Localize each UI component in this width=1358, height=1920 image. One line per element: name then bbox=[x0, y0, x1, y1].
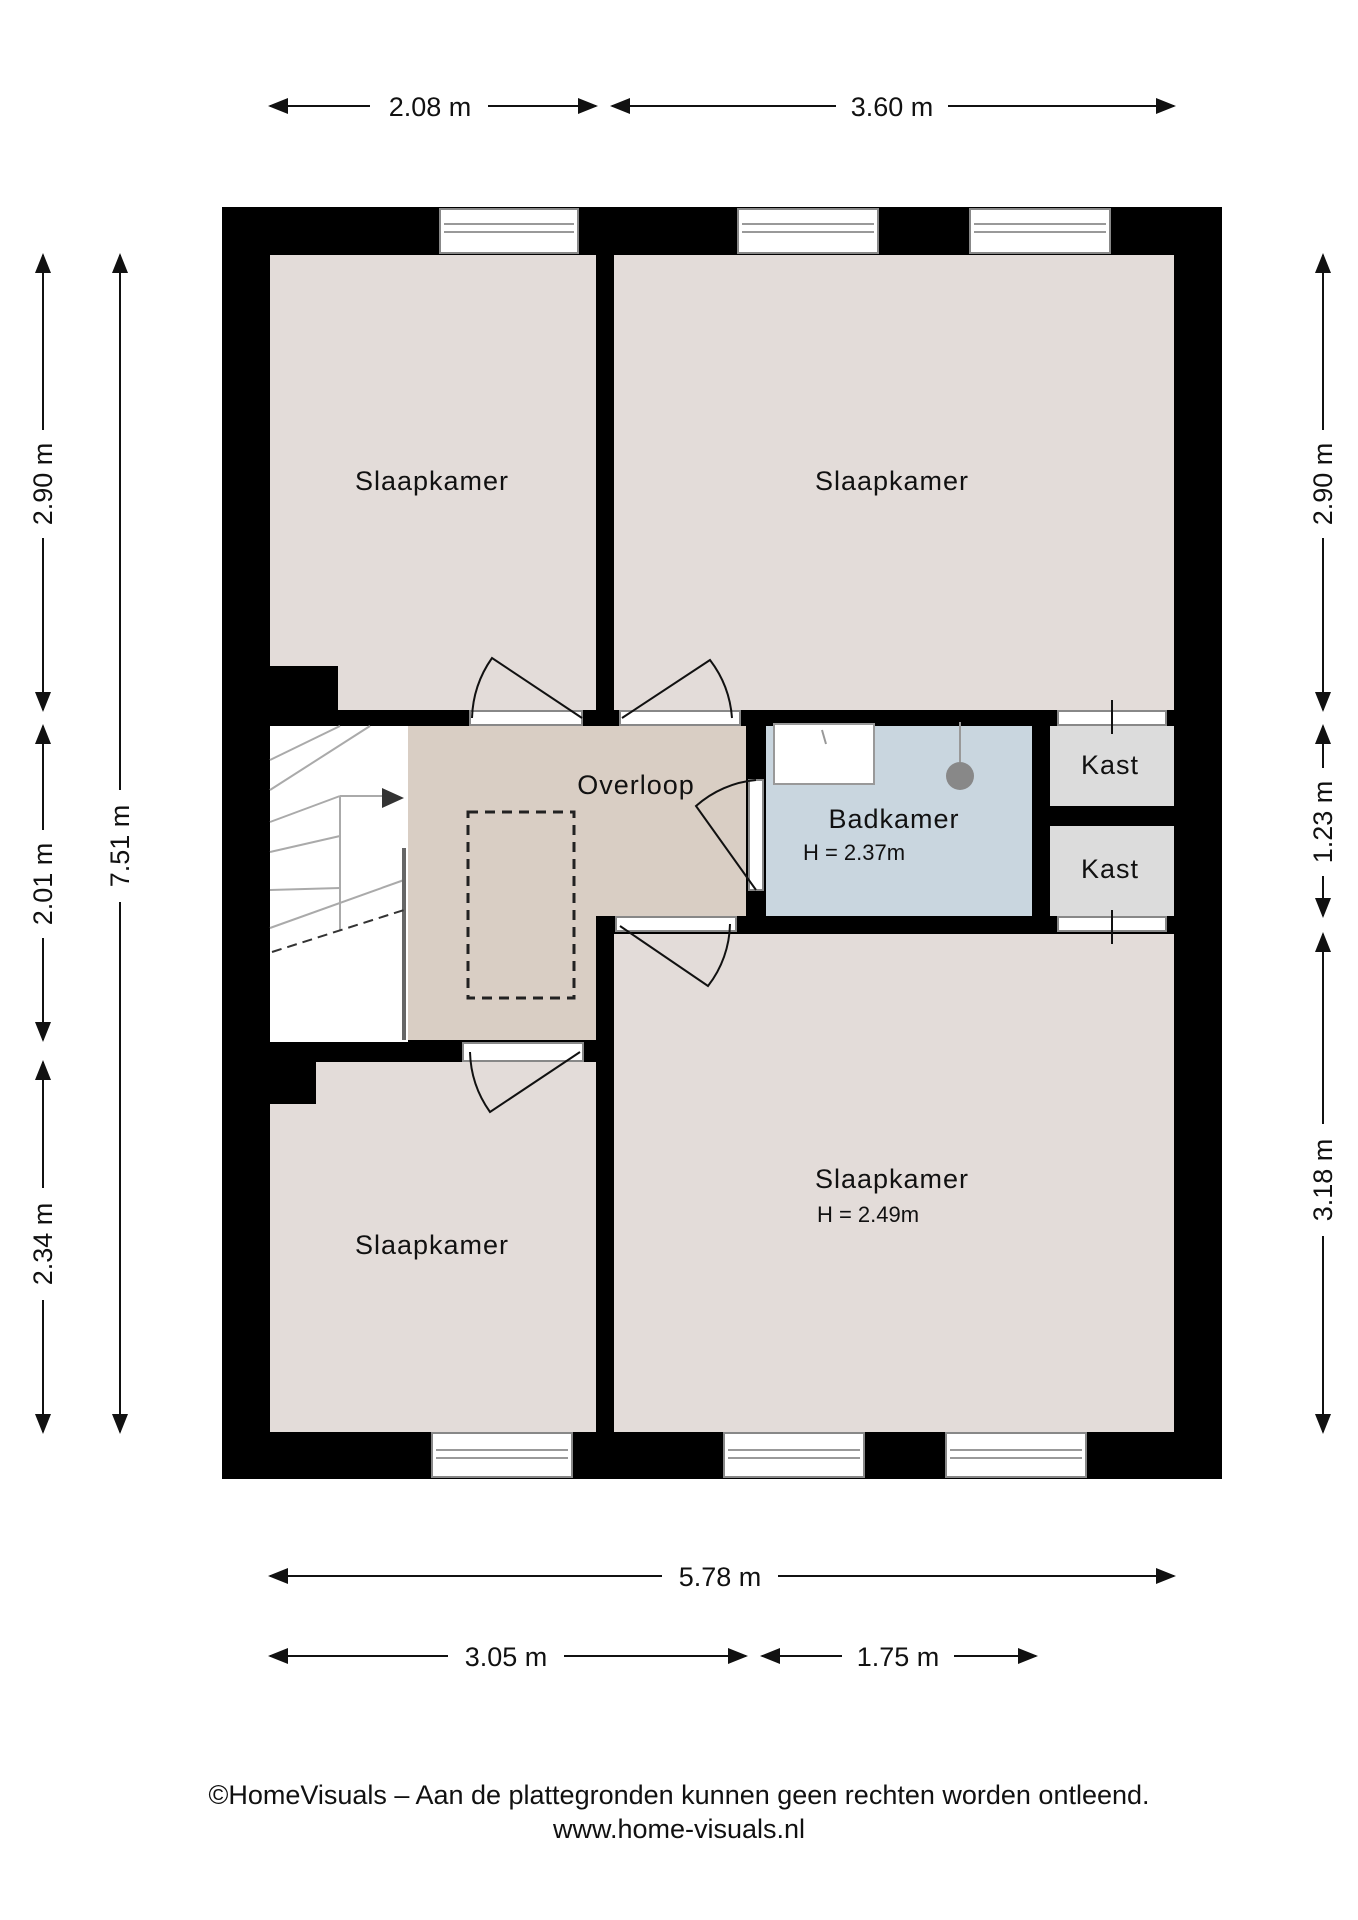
room-label-closet-top: Kast bbox=[1081, 750, 1139, 780]
landing-floor bbox=[408, 726, 746, 1040]
dimension-lines bbox=[35, 98, 1331, 1664]
door-swing-bathroom bbox=[694, 779, 757, 891]
dim-right-middle: 1.23 m bbox=[1308, 781, 1338, 864]
bathroom-sink bbox=[773, 723, 875, 785]
window-glazing-lines bbox=[436, 223, 1106, 1459]
room-label-closet-bottom: Kast bbox=[1081, 854, 1139, 884]
door-swing-bedroom-top-right bbox=[621, 658, 733, 719]
dim-left-middle: 2.01 m bbox=[28, 843, 58, 926]
window-bottom-3 bbox=[945, 1432, 1087, 1478]
footer-website: www.home-visuals.nl bbox=[552, 1814, 806, 1844]
room-label-bedroom-top-right: Slaapkamer bbox=[815, 466, 969, 496]
bedroom-bottom-right-floor bbox=[614, 934, 1174, 1432]
door-swing-bedroom-top-left bbox=[471, 656, 583, 719]
room-height-bedroom-bottom-right: H = 2.49m bbox=[817, 1202, 919, 1227]
bedroom-bottom-left-floor bbox=[270, 1062, 596, 1432]
door-swings bbox=[469, 656, 1113, 1114]
shower-drain-icon bbox=[946, 762, 974, 790]
dim-top-right: 3.60 m bbox=[851, 92, 934, 122]
room-label-bedroom-top-left: Slaapkamer bbox=[355, 466, 509, 496]
closet-bottom-floor bbox=[1050, 826, 1174, 916]
bedroom-bottom-left-corner-column bbox=[270, 1062, 316, 1104]
bedroom-top-left-floor bbox=[270, 255, 596, 710]
stair-cut-line bbox=[271, 909, 405, 953]
door-swing-bedroom-bottom-right bbox=[619, 923, 731, 988]
bedroom-top-right-floor bbox=[614, 255, 1174, 710]
dim-left-top: 2.90 m bbox=[28, 443, 58, 526]
window-bottom-1 bbox=[431, 1432, 573, 1478]
stair-direction-arrow-icon bbox=[382, 788, 404, 808]
dim-bottom-right: 1.75 m bbox=[857, 1642, 940, 1672]
dim-right-top: 2.90 m bbox=[1308, 443, 1338, 526]
room-height-bathroom: H = 2.37m bbox=[803, 840, 905, 865]
footer-disclaimer: ©HomeVisuals – Aan de plattegronden kunn… bbox=[208, 1780, 1150, 1810]
window-bottom-2 bbox=[723, 1432, 865, 1478]
room-label-bedroom-bottom-left: Slaapkamer bbox=[355, 1230, 509, 1260]
dim-top-left: 2.08 m bbox=[389, 92, 472, 122]
room-label-bedroom-bottom-right: Slaapkamer bbox=[815, 1164, 969, 1194]
dim-left-total: 7.51 m bbox=[105, 805, 135, 888]
dim-bottom-total: 5.78 m bbox=[679, 1562, 762, 1592]
room-label-bathroom: Badkamer bbox=[828, 804, 959, 834]
staircase bbox=[269, 725, 406, 1040]
room-label-landing: Overloop bbox=[577, 770, 695, 800]
closet-top-floor bbox=[1050, 726, 1174, 806]
dim-left-bottom: 2.34 m bbox=[28, 1203, 58, 1286]
dim-right-bottom: 3.18 m bbox=[1308, 1139, 1338, 1222]
dim-bottom-left: 3.05 m bbox=[465, 1642, 548, 1672]
bedroom-top-left-corner-column bbox=[270, 666, 338, 710]
door-swing-bedroom-bottom-left bbox=[469, 1051, 581, 1114]
attic-hatch bbox=[466, 810, 576, 1000]
